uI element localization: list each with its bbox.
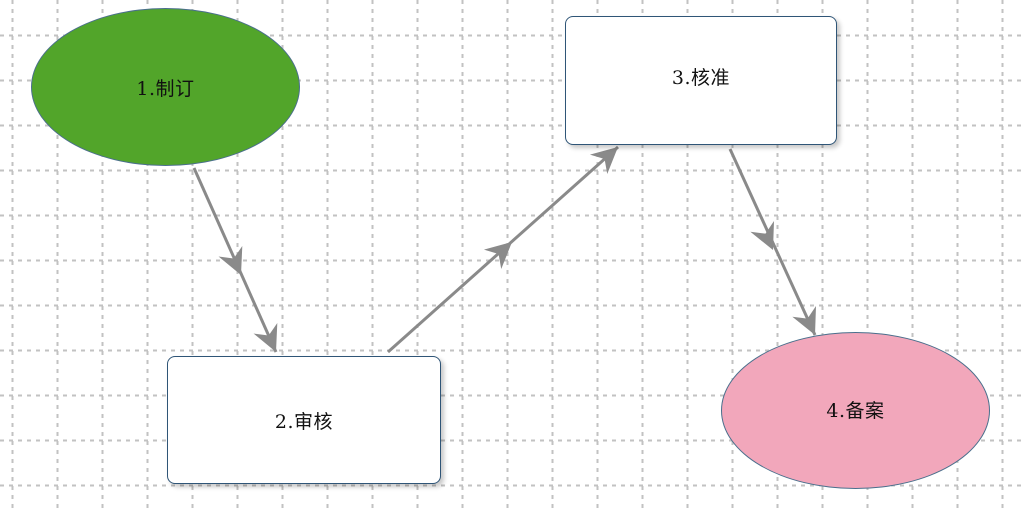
end-arrowhead-icon	[792, 305, 816, 335]
step-label: 2.审核	[274, 410, 334, 433]
step-label: 1.制订	[136, 77, 195, 100]
edge-3-to-4[interactable]	[728, 148, 827, 340]
step-label: 4.备案	[826, 400, 885, 422]
end-arrowhead-icon	[589, 147, 618, 175]
step-node-review[interactable]: 2.审核	[167, 356, 441, 484]
step-node-file[interactable]: 4.备案	[721, 332, 990, 489]
step-node-make[interactable]: 1.制订	[31, 8, 300, 166]
step-node-approve[interactable]: 3.核准	[565, 16, 837, 145]
mid-arrowhead-icon	[218, 245, 243, 275]
mid-arrowhead-icon	[750, 220, 774, 250]
mid-arrowhead-icon	[483, 242, 512, 270]
edge-1-to-2[interactable]	[192, 167, 288, 357]
end-arrowhead-icon	[253, 322, 278, 352]
step-label: 3.核准	[671, 67, 731, 89]
edge-2-to-3[interactable]	[387, 137, 627, 354]
